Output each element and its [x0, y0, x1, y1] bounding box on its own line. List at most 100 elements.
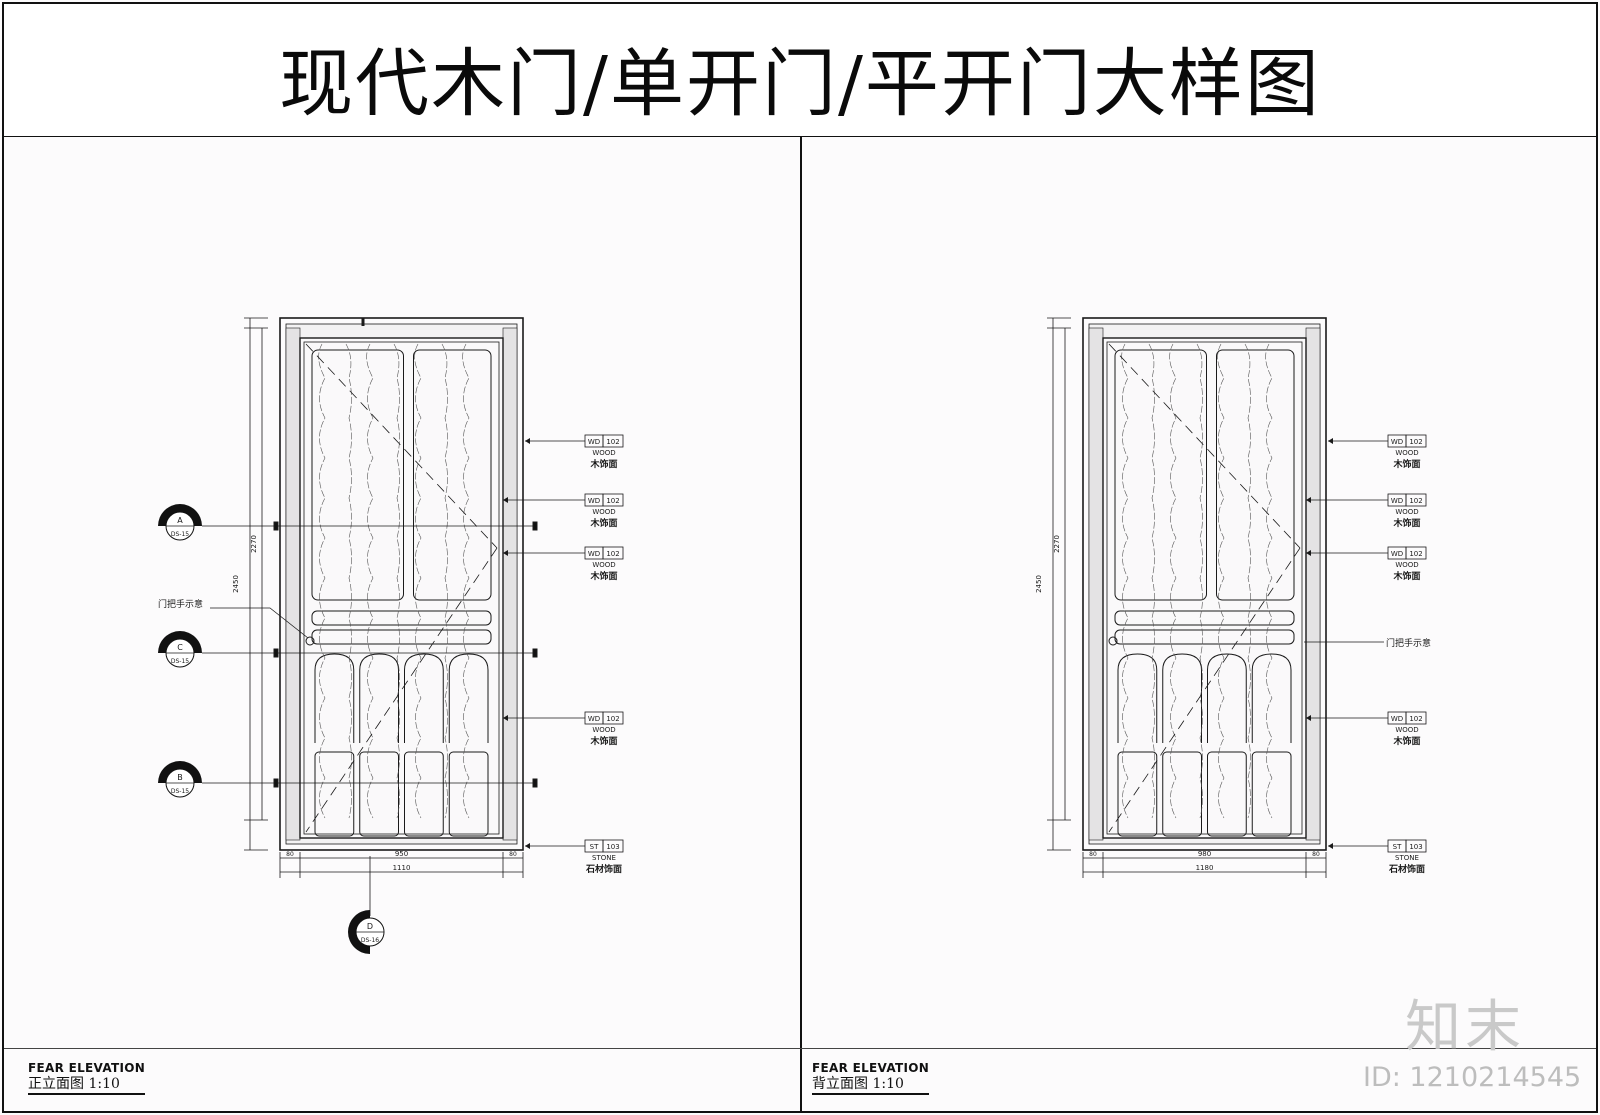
material-en-text: WOOD [592, 726, 615, 734]
door-leaf-inner [1106, 341, 1303, 835]
section-end-tick [532, 521, 538, 531]
material-zh-text: 木饰面 [1392, 458, 1420, 470]
lower-panel [1162, 751, 1202, 837]
material-num-box [602, 434, 624, 448]
dim-side-text: 80 [509, 851, 517, 858]
arched-panel [359, 653, 399, 743]
section-end-tick [273, 521, 279, 531]
section-end-tick [532, 778, 538, 788]
material-num-box [1405, 711, 1427, 725]
lower-panel [359, 751, 399, 837]
material-code-text: WD [1391, 497, 1403, 505]
lower-panel [448, 751, 489, 837]
material-zh-text: 木饰面 [589, 735, 617, 747]
material-code-text: WD [588, 497, 600, 505]
handle-note-text: 门把手示意 [158, 598, 203, 610]
dim-side-text: 80 [1312, 851, 1320, 858]
arched-panel [314, 653, 355, 743]
leader-arrow [1306, 550, 1311, 556]
material-code-text: WD [1391, 438, 1403, 446]
top-left-panel [311, 349, 404, 601]
material-en-text: WOOD [592, 508, 615, 516]
material-num-text: 102 [606, 550, 619, 558]
section-letter: D [367, 922, 373, 931]
dim-inner-height-text: 2270 [250, 535, 258, 553]
section-ref: DS-16 [361, 937, 379, 944]
door-leaf [299, 337, 504, 839]
material-zh-text: 木饰面 [1392, 735, 1420, 747]
material-en-text: WOOD [1395, 449, 1418, 457]
leader-arrow [1328, 438, 1333, 444]
front-caption-en: FEAR ELEVATION [28, 1061, 146, 1075]
material-zh-text: 石材饰面 [1388, 863, 1425, 875]
material-num-box [602, 546, 624, 560]
lower-panel [1207, 751, 1247, 837]
wood-grain [393, 343, 400, 819]
material-num-box [602, 711, 624, 725]
material-code-text: WD [588, 438, 600, 446]
arched-panel [1251, 653, 1292, 743]
leader-arrow [525, 438, 530, 444]
section-letter: C [177, 643, 183, 652]
lower-panel [1251, 751, 1292, 837]
material-num-text: 102 [606, 497, 619, 505]
material-zh-text: 木饰面 [589, 570, 617, 582]
back-caption-en: FEAR ELEVATION [812, 1061, 930, 1075]
wood-grain [366, 343, 374, 819]
material-num-box [1405, 839, 1427, 853]
wood-grain [345, 343, 352, 819]
material-en-text: WOOD [1395, 561, 1418, 569]
material-num-text: 102 [1409, 497, 1422, 505]
lower-panel [314, 751, 355, 837]
leader-arrow [503, 715, 508, 721]
material-en-text: STONE [1395, 854, 1419, 862]
leader-arrow [1306, 715, 1311, 721]
wood-grain [414, 343, 422, 819]
door-casing [279, 317, 524, 851]
watermark-id: ID: 1210214545 [1363, 1062, 1582, 1093]
material-en-text: WOOD [1395, 508, 1418, 516]
dim-inner-height-text: 2270 [1053, 535, 1061, 553]
arched-panel [1162, 653, 1202, 743]
title-block: 现代木门/单开门/平开门大样图 [2, 2, 1598, 137]
material-en-text: WOOD [1395, 726, 1418, 734]
back-elevation-caption: FEAR ELEVATION 背立面图 1:10 [812, 1061, 930, 1095]
material-code-text: WD [1391, 550, 1403, 558]
section-ref: DS-15 [171, 788, 189, 795]
dim-overall-width-text: 1110 [393, 864, 411, 872]
material-num-text: 103 [606, 843, 619, 851]
wood-grain [318, 343, 326, 819]
material-num-text: 102 [1409, 715, 1422, 723]
wood-grain [1217, 343, 1225, 819]
back-caption-zh: 背立面图 1:10 [812, 1077, 930, 1095]
material-en-text: WOOD [592, 561, 615, 569]
leader-arrow [1328, 843, 1333, 849]
material-en-text: STONE [592, 854, 616, 862]
material-num-box [1405, 434, 1427, 448]
panel-divider [800, 136, 802, 1111]
material-zh-text: 石材饰面 [585, 863, 622, 875]
top-right-panel [1216, 349, 1295, 601]
material-en-text: WOOD [592, 449, 615, 457]
middle-rail [1114, 610, 1295, 626]
wood-grain [1169, 343, 1177, 819]
swing-line [305, 547, 498, 833]
material-code-text: ST [1393, 843, 1402, 851]
material-code-text: WD [588, 715, 600, 723]
material-zh-text: 木饰面 [1392, 517, 1420, 529]
material-num-box [602, 493, 624, 507]
leader-arrow [525, 843, 530, 849]
swing-line [1108, 547, 1301, 833]
material-num-text: 102 [1409, 438, 1422, 446]
material-num-text: 102 [606, 438, 619, 446]
material-zh-text: 木饰面 [589, 517, 617, 529]
caption-separator [2, 1048, 1598, 1049]
material-code-text: ST [590, 843, 599, 851]
door-leaf [1102, 337, 1307, 839]
section-end-tick [532, 648, 538, 658]
door-casing [1082, 317, 1327, 851]
top-left-panel [1114, 349, 1207, 601]
top-right-panel [413, 349, 492, 601]
section-ref: DS-15 [171, 531, 189, 538]
